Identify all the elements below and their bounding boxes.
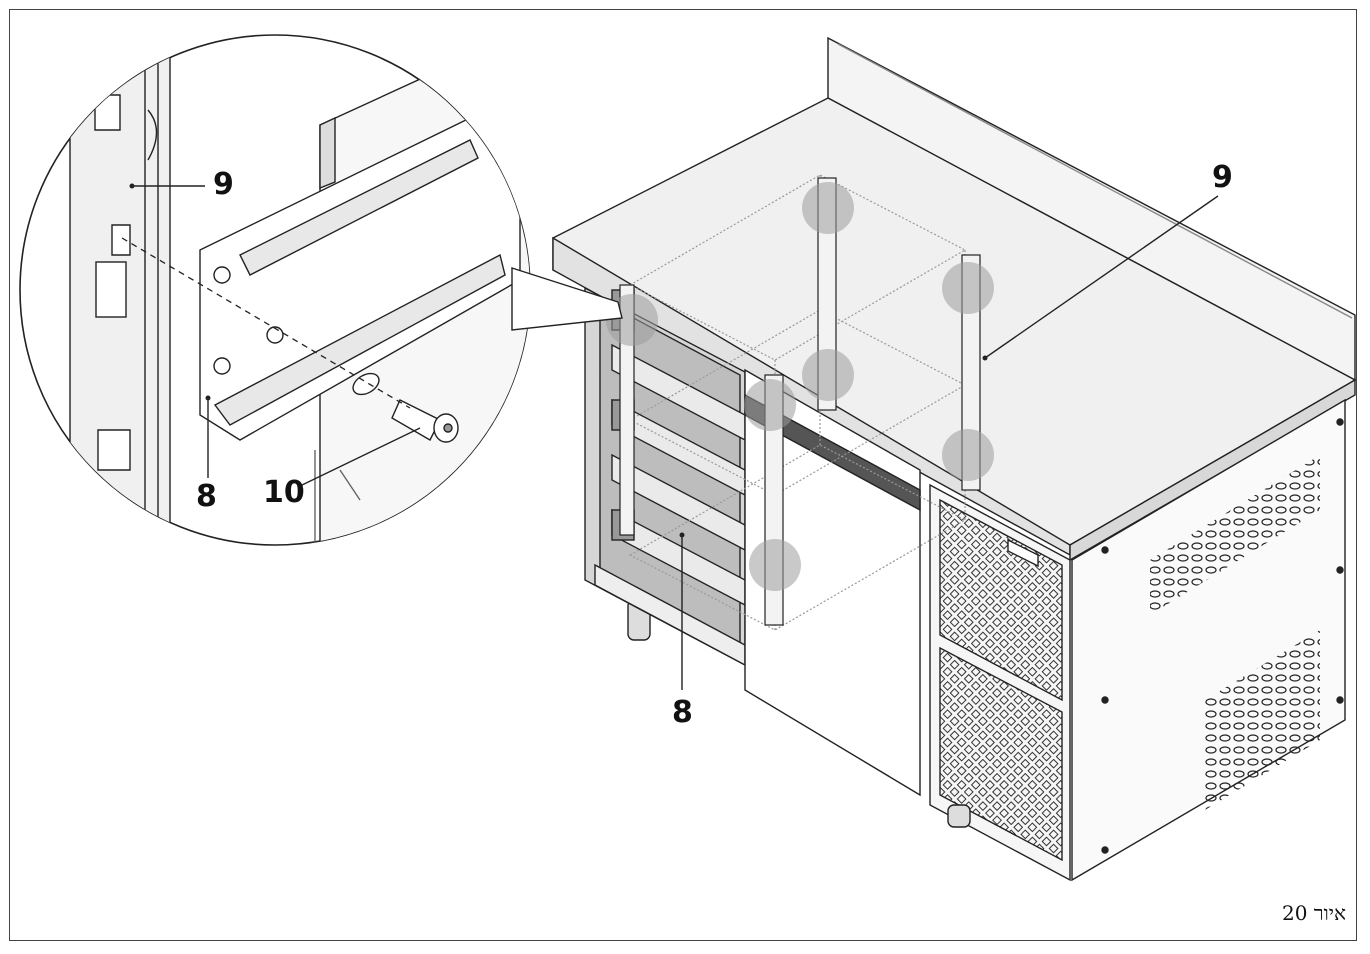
fixing-points bbox=[606, 182, 994, 591]
callout-8-detail: 8 bbox=[196, 479, 217, 514]
callout-9-main: 9 bbox=[1212, 160, 1233, 195]
figure-frame bbox=[9, 9, 1357, 941]
leader-lines bbox=[132, 185, 1219, 690]
figure-caption: איור 20 bbox=[1282, 901, 1346, 925]
callout-10-detail: 10 bbox=[263, 475, 305, 510]
counter-unit bbox=[552, 36, 1357, 882]
callout-9-detail: 9 bbox=[213, 167, 234, 202]
callout-8-main: 8 bbox=[672, 695, 693, 730]
detail-view bbox=[19, 34, 623, 546]
cabinet-slides bbox=[611, 289, 746, 607]
side-louvers bbox=[1150, 455, 1320, 810]
